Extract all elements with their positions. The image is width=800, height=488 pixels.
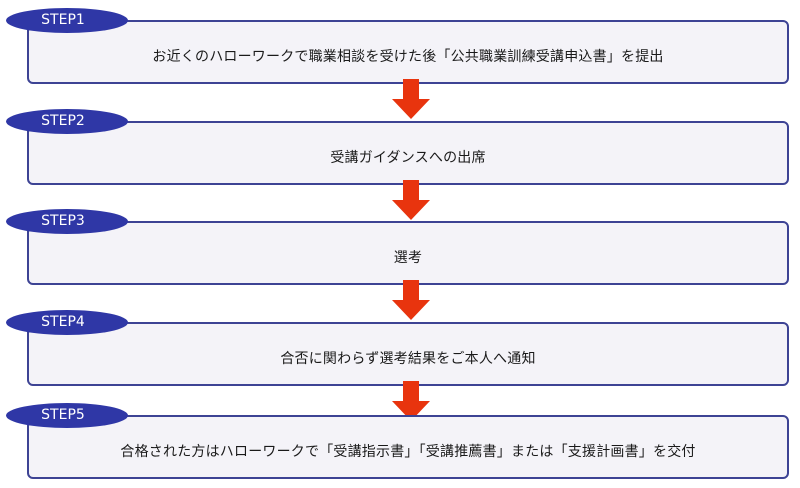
step-3: 選考 STEP3 (0, 209, 800, 289)
step-4-text: 合否に関わらず選考結果をご本人へ通知 (280, 351, 536, 367)
step-1: お近くのハローワークで職業相談を受けた後「公共職業訓練受講申込書」を提出 STE… (0, 8, 800, 88)
step-1-badge: STEP1 (6, 8, 128, 33)
step-2-box: 受講ガイダンスへの出席 (27, 121, 789, 185)
down-arrow-icon (392, 180, 430, 220)
step-4-badge: STEP4 (6, 310, 128, 335)
step-4: 合否に関わらず選考結果をご本人へ通知 STEP4 (0, 310, 800, 390)
down-arrow-icon (392, 280, 430, 320)
step-5: 合格された方はハローワークで「受講指示書」「受講推薦書」または「支援計画書」を交… (0, 403, 800, 483)
step-5-box: 合格された方はハローワークで「受講指示書」「受講推薦書」または「支援計画書」を交… (27, 415, 789, 479)
step-2: 受講ガイダンスへの出席 STEP2 (0, 109, 800, 189)
step-2-badge: STEP2 (6, 109, 128, 134)
step-3-badge: STEP3 (6, 209, 128, 234)
down-arrow-icon (392, 79, 430, 119)
step-3-text: 選考 (393, 250, 423, 266)
step-5-text: 合格された方はハローワークで「受講指示書」「受講推薦書」または「支援計画書」を交… (120, 444, 696, 460)
step-4-box: 合否に関わらず選考結果をご本人へ通知 (27, 322, 789, 386)
step-1-box: お近くのハローワークで職業相談を受けた後「公共職業訓練受講申込書」を提出 (27, 20, 789, 84)
step-2-text: 受講ガイダンスへの出席 (330, 150, 486, 166)
down-arrow-icon (392, 381, 430, 421)
step-3-box: 選考 (27, 221, 789, 285)
step-5-badge: STEP5 (6, 403, 128, 428)
step-1-text: お近くのハローワークで職業相談を受けた後「公共職業訓練受講申込書」を提出 (152, 49, 664, 65)
